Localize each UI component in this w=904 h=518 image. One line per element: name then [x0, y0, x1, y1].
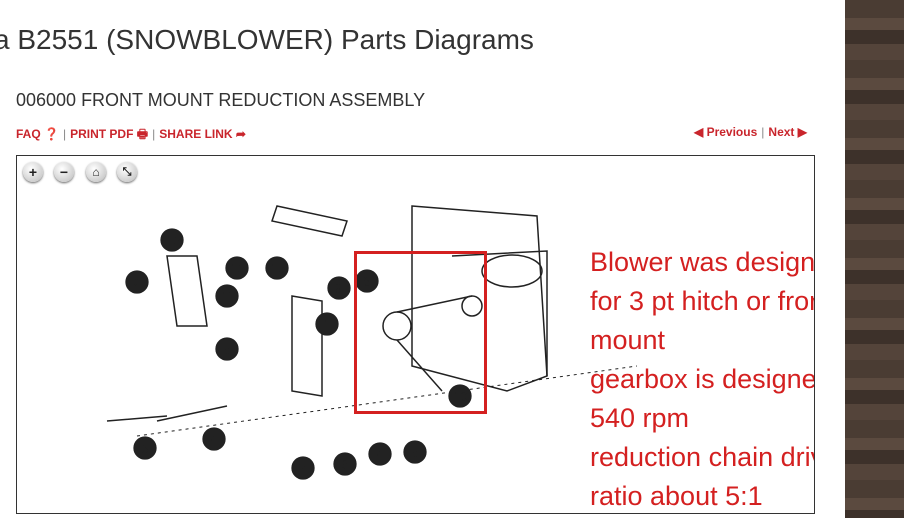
callout: 12	[160, 228, 184, 252]
callout: 5	[403, 440, 427, 464]
highlight-box	[354, 251, 487, 414]
svg-text:9: 9	[335, 281, 342, 296]
print-pdf-link[interactable]: PRINT PDF 🖶	[70, 127, 148, 141]
svg-text:4: 4	[210, 432, 217, 447]
previous-label: Previous	[706, 125, 758, 139]
annotation-line: 540 rpm	[590, 403, 690, 433]
annotation-line: mount	[590, 325, 666, 355]
question-circle-icon: ❓	[44, 127, 59, 141]
gearbox-housing	[411, 205, 548, 392]
callout: 4	[202, 427, 226, 451]
callout: 9	[327, 276, 351, 300]
annotation-line: Blower was designed	[590, 247, 815, 277]
callout: 13	[265, 256, 289, 280]
action-links: FAQ ❓|PRINT PDF 🖶|SHARE LINK ➦	[16, 125, 246, 146]
zoom-in-button[interactable]: +	[23, 162, 43, 182]
callout: 6	[333, 452, 357, 476]
svg-text:2: 2	[133, 275, 140, 290]
separator: |	[62, 127, 67, 141]
callout: 4	[368, 442, 392, 466]
svg-text:7: 7	[299, 461, 306, 476]
printer-icon: 🖶	[136, 127, 149, 141]
next-label: Next	[768, 125, 795, 139]
separator: |	[152, 127, 156, 141]
faq-label: FAQ	[16, 127, 41, 141]
svg-text:5: 5	[411, 445, 418, 460]
mount-plate	[291, 295, 323, 397]
separator: |	[761, 125, 765, 139]
top-bracket	[271, 205, 348, 237]
zoom-out-button[interactable]: −	[54, 162, 74, 182]
callout: 5	[215, 337, 239, 361]
svg-text:8: 8	[363, 274, 370, 289]
assembly-title: 006000 FRONT MOUNT REDUCTION ASSEMBLY	[16, 90, 426, 110]
annotation-line: for 3 pt hitch or front	[590, 286, 815, 316]
svg-text:6: 6	[341, 457, 348, 472]
pagination-links: ◀ Previous|Next ▶	[694, 125, 807, 139]
callouts: 12 2 12 13 11 1 9 8 5 10 3 4 4 5 6 7	[125, 228, 472, 480]
callout: 12	[225, 256, 249, 280]
fullscreen-button[interactable]: ⤡	[117, 162, 137, 182]
callout: 10	[448, 384, 472, 408]
home-button[interactable]: ⌂	[86, 162, 106, 182]
diagram-viewer[interactable]: + − ⌂ ⤡ 12 2 12 13 11 1 9 8 5 10 3 4 4 5	[16, 155, 815, 514]
svg-text:11: 11	[221, 289, 235, 304]
svg-text:5: 5	[223, 342, 230, 357]
cover-plate	[166, 255, 208, 327]
annotation-line: gearbox is designed for	[590, 364, 814, 394]
parts-diagram: 12 2 12 13 11 1 9 8 5 10 3 4 4 5 6 7	[106, 205, 637, 480]
svg-text:3: 3	[141, 441, 148, 456]
previous-link[interactable]: ◀ Previous	[694, 125, 757, 139]
page-title: a B2551 (SNOWBLOWER) Parts Diagrams	[0, 24, 534, 55]
callout: 11	[215, 284, 239, 308]
svg-text:10: 10	[453, 389, 467, 404]
share-arrow-icon: ➦	[235, 127, 246, 141]
annotation-line: ratio about 5:1	[590, 481, 763, 511]
faq-link[interactable]: FAQ ❓	[16, 127, 59, 141]
print-label: PRINT PDF	[70, 127, 134, 141]
callout: 3	[133, 436, 157, 460]
callout: 1	[315, 312, 339, 336]
arrow-right-circle-icon: ▶	[797, 125, 807, 139]
annotation-text: Blower was designed for 3 pt hitch or fr…	[590, 243, 815, 513]
arrow-left-circle-icon: ◀	[694, 125, 704, 139]
svg-text:1: 1	[323, 317, 330, 332]
annotation-line: reduction chain drive	[590, 442, 815, 472]
next-link[interactable]: Next ▶	[768, 125, 807, 139]
share-link[interactable]: SHARE LINK ➦	[159, 127, 246, 141]
svg-text:12: 12	[166, 233, 180, 248]
svg-text:13: 13	[270, 261, 284, 276]
callout: 2	[125, 270, 149, 294]
wood-background	[845, 0, 904, 518]
svg-text:12: 12	[230, 261, 244, 276]
callout: 7	[291, 456, 315, 480]
svg-text:4: 4	[376, 447, 383, 462]
share-label: SHARE LINK	[159, 127, 233, 141]
